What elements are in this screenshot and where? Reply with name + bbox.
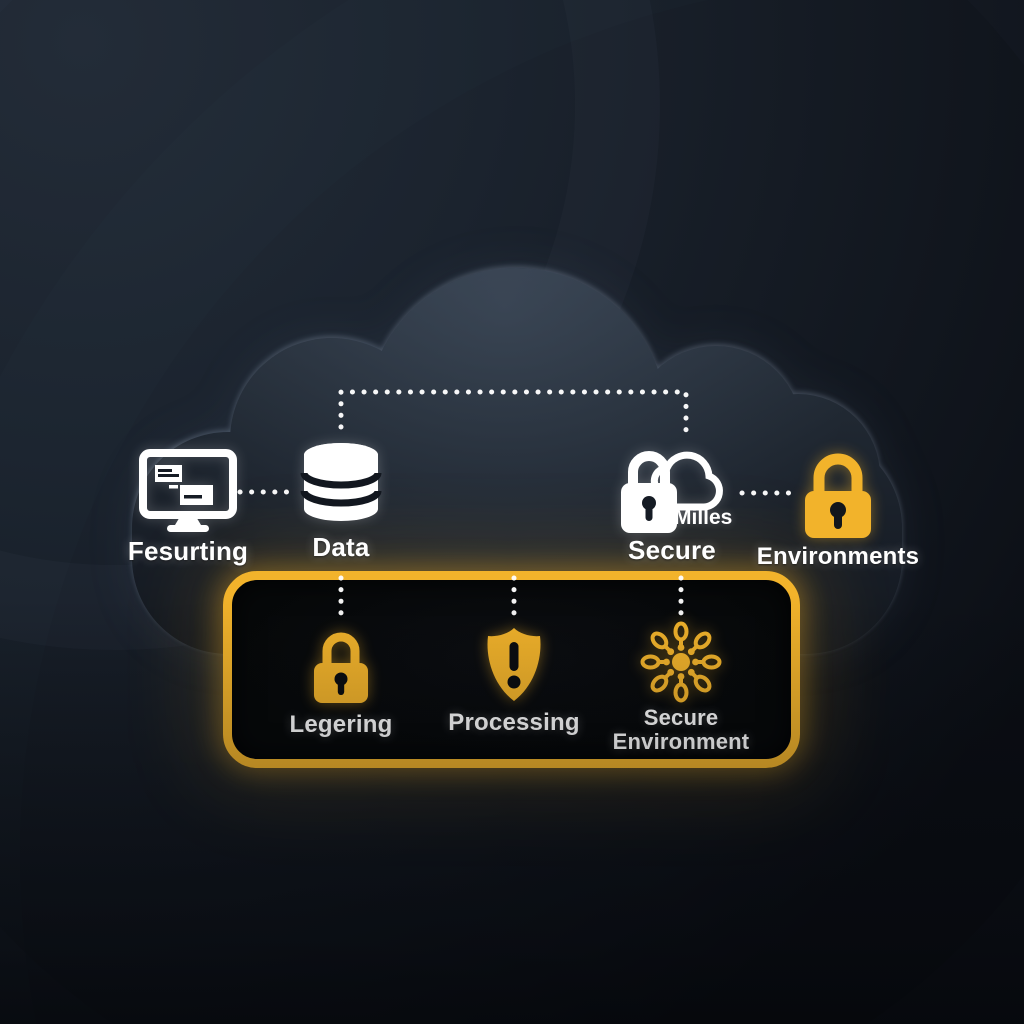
panel-item-secure-environment: Secure Environment (606, 620, 756, 754)
node-label: Fesurting (127, 536, 249, 566)
panel-item-processing: Processing (439, 626, 589, 737)
padlock-icon (314, 632, 368, 703)
padlock-icon (805, 453, 871, 538)
database-icon (300, 443, 382, 521)
panel-item-label: Legering (289, 711, 393, 738)
panel-item-label: Secure Environment (612, 705, 750, 754)
panel-item-legering: Legering (266, 624, 416, 739)
node-environments: Environments (756, 447, 920, 571)
network-icon (640, 621, 722, 703)
node-label: Data (312, 532, 370, 562)
panel-item-label: Processing (448, 709, 580, 736)
shield-alert-icon (487, 628, 541, 701)
node-secure: Milles Secure (592, 435, 752, 570)
node-data: Data (266, 440, 416, 563)
node-label: Secure (628, 535, 716, 565)
secure-zone-panel: Legering Processing (223, 571, 800, 768)
node-frontend: Fesurting (113, 448, 263, 567)
monitor-icon (139, 449, 237, 532)
node-label: Environments (756, 543, 920, 570)
node-sublabel: Milles (674, 506, 733, 529)
